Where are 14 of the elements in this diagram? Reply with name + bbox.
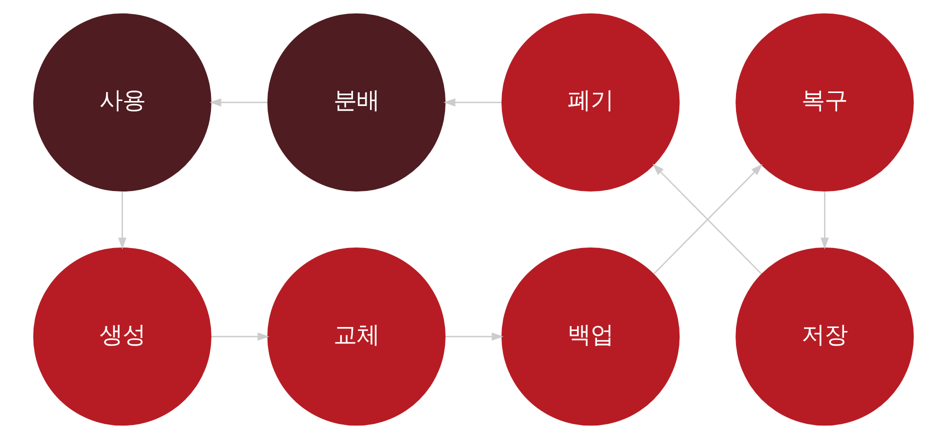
arrow [445,332,503,341]
arrow [820,192,828,250]
node-circle: 사용 [32,13,211,192]
arrow [118,192,126,250]
arrow [443,98,501,107]
node-circle: 분배 [266,13,446,192]
node-circle: 저장 [735,247,914,426]
node-circle: 백업 [500,247,680,426]
arrow [209,98,267,107]
arrow [210,332,269,341]
node-circle: 폐기 [500,13,680,192]
node-circle: 복구 [735,13,914,192]
node-circle: 생성 [32,247,211,426]
node-circle: 교체 [266,247,446,426]
